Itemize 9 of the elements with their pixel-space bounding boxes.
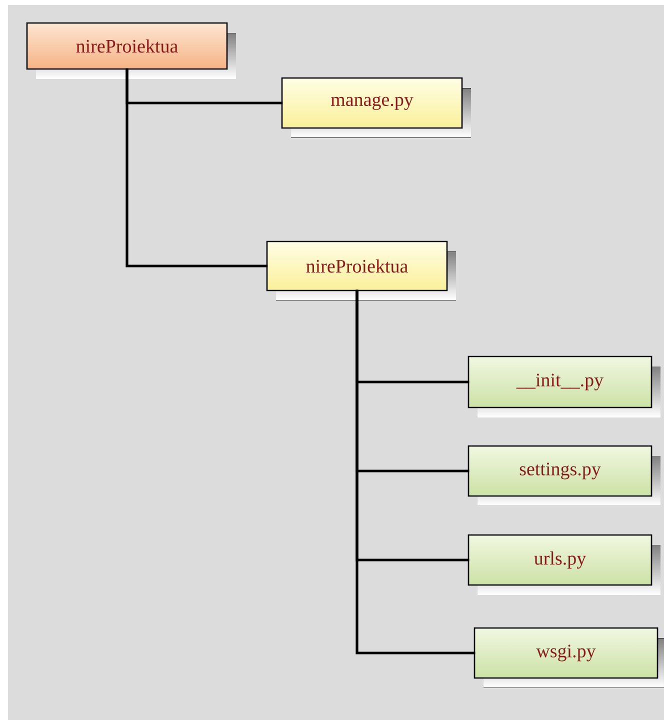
file-box: manage.py [281, 77, 471, 138]
file-box: wsgi.py [474, 627, 664, 688]
folder-box: nireProiektua [26, 22, 236, 79]
folder-box: nireProiektua [266, 240, 456, 300]
file-box: settings.py [468, 445, 660, 506]
connector-line [126, 68, 268, 268]
connector-line [356, 290, 476, 654]
file-box: urls.py [468, 534, 660, 595]
file-box: __init__.py [468, 356, 660, 418]
